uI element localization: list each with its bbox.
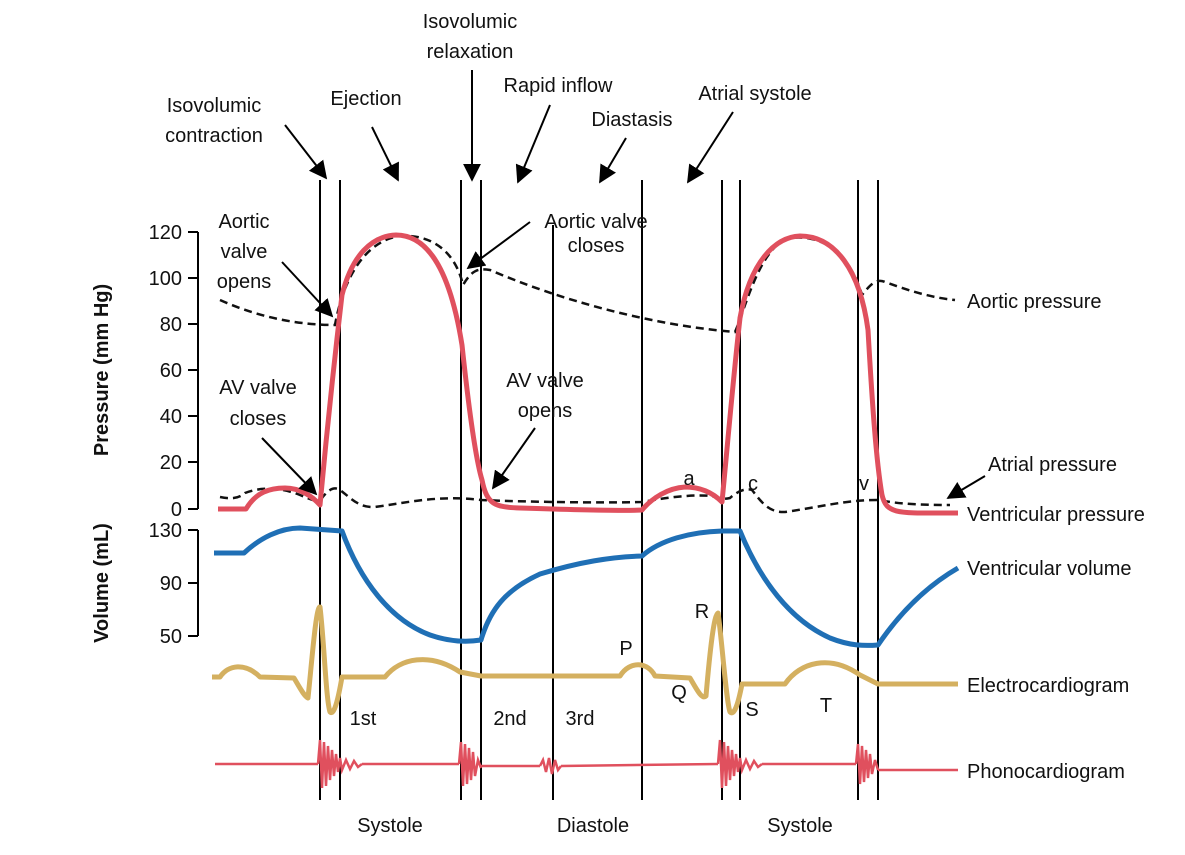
volume-tick: 90 — [160, 573, 182, 595]
pressure-axis-title: Pressure (mm Hg) — [91, 284, 113, 456]
arrow-atrial-pressure — [946, 475, 986, 499]
pressure-tick: 100 — [149, 268, 182, 290]
volume-axis: 130 90 50 Volume (mL) — [91, 520, 199, 648]
trace-label-ventricular-volume: Ventricular volume — [967, 558, 1132, 580]
label-ecg-q: Q — [671, 682, 687, 704]
label-wave-c: c — [748, 473, 758, 495]
pressure-tick: 120 — [149, 222, 182, 244]
label-av-valve-closes-2: closes — [230, 408, 287, 430]
trace-label-electrocardiogram: Electrocardiogram — [967, 675, 1129, 697]
label-wave-a: a — [683, 468, 695, 490]
volume-tick: 50 — [160, 626, 182, 648]
pressure-tick: 80 — [160, 314, 182, 336]
period-diastole: Diastole — [557, 815, 629, 837]
label-isovolumic-relaxation-2: relaxation — [427, 41, 514, 63]
trace-label-ventricular-pressure: Ventricular pressure — [967, 504, 1145, 526]
period-systole-2: Systole — [767, 815, 833, 837]
period-systole-1: Systole — [357, 815, 423, 837]
ventricular-pressure-trace — [218, 232, 959, 516]
label-isovolumic-contraction-2: contraction — [165, 125, 263, 147]
pressure-axis: 120 100 80 60 40 20 0 Pressure (mm Hg) — [91, 222, 199, 521]
label-aortic-valve-closes-1: Aortic valve — [544, 211, 647, 233]
label-aortic-valve-opens-2: valve — [221, 241, 268, 263]
label-wave-v: v — [859, 473, 869, 495]
label-ecg-t: T — [820, 695, 832, 717]
label-ejection: Ejection — [330, 88, 401, 110]
trace-label-aortic-pressure: Aortic pressure — [967, 291, 1102, 313]
arrow-aortic-valve-closes — [466, 221, 531, 270]
label-atrial-systole: Atrial systole — [698, 83, 811, 105]
label-aortic-valve-opens-1: Aortic — [218, 211, 269, 233]
label-aortic-valve-closes-2: closes — [568, 235, 625, 257]
label-av-valve-opens-2: opens — [518, 400, 573, 422]
trace-label-atrial-pressure: Atrial pressure — [988, 454, 1117, 476]
pressure-tick: 20 — [160, 452, 182, 474]
label-heart-sound-1st: 1st — [350, 708, 377, 730]
label-heart-sound-2nd: 2nd — [493, 708, 526, 730]
pressure-tick: 40 — [160, 406, 182, 428]
ecg-trace — [212, 604, 958, 716]
arrow-av-valve-opens — [491, 427, 536, 490]
volume-axis-title: Volume (mL) — [91, 523, 113, 643]
label-av-valve-closes-1: AV valve — [219, 377, 296, 399]
label-diastasis: Diastasis — [591, 109, 672, 131]
arrow-av-valve-closes — [261, 437, 318, 496]
trace-label-phonocardiogram: Phonocardiogram — [967, 761, 1125, 783]
phonocardiogram-trace — [215, 739, 958, 789]
phase-arrows — [284, 70, 734, 184]
aortic-pressure-trace — [219, 234, 956, 334]
label-ecg-p: P — [619, 638, 632, 660]
label-aortic-valve-opens-3: opens — [217, 271, 272, 293]
pressure-tick: 0 — [171, 499, 182, 521]
label-rapid-inflow: Rapid inflow — [504, 75, 614, 97]
pressure-tick: 60 — [160, 360, 182, 382]
label-isovolumic-relaxation-1: Isovolumic — [423, 11, 517, 33]
label-av-valve-opens-1: AV valve — [506, 370, 583, 392]
volume-tick: 130 — [149, 520, 182, 542]
phase-lines — [319, 180, 879, 800]
label-ecg-r: R — [695, 601, 709, 623]
label-ecg-s: S — [745, 699, 758, 721]
label-isovolumic-contraction-1: Isovolumic — [167, 95, 261, 117]
arrow-aortic-valve-opens — [281, 261, 334, 318]
label-heart-sound-3rd: 3rd — [566, 708, 595, 730]
ventricular-volume-trace — [214, 525, 960, 648]
